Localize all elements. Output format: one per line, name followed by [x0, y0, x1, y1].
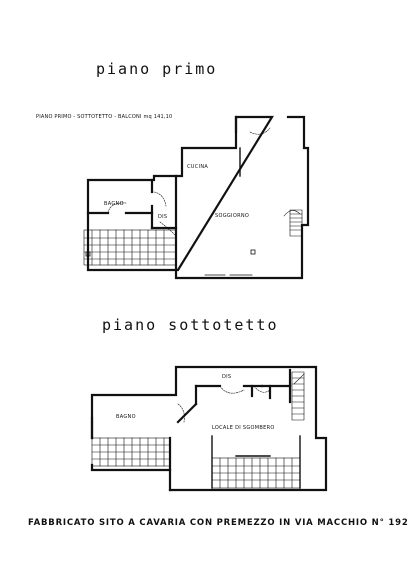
room-label-bath: BAGNO	[104, 201, 124, 207]
building-address-footer: FABBRICATO SITO A CAVARIA CON PREMEZZO I…	[28, 518, 409, 528]
area-spec-label: PIANO PRIMO - SOTTOTETTO - BALCONI mq 14…	[36, 114, 173, 120]
first-floor-doors	[107, 127, 271, 237]
attic-doors	[177, 385, 271, 423]
room-label-attic-bath: BAGNO	[116, 414, 136, 420]
attic-balcony-left	[91, 437, 171, 467]
first-floor-title: piano primo	[96, 60, 218, 78]
room-label-dis: DIS	[158, 214, 168, 220]
floor-plan-sheet: piano primo PIANO PRIMO - SOTTOTETTO - B…	[28, 60, 408, 528]
attic-balcony-right	[211, 455, 301, 489]
attic-walls	[90, 365, 328, 492]
first-floor-walls	[86, 115, 310, 280]
room-label-kitchen: CUCINA	[187, 164, 209, 170]
attic-title: piano sottotetto	[102, 316, 279, 334]
floor-plans-drawing	[83, 115, 328, 492]
room-label-storage: LOCALE DI SGOMBERO	[212, 425, 275, 431]
room-label-living: SOGGIORNO	[215, 213, 250, 219]
room-label-attic-dis: DIS	[222, 374, 232, 380]
first-floor-stair	[283, 209, 303, 237]
first-floor-balcony	[83, 229, 177, 266]
attic-stair	[291, 371, 305, 421]
first-floor-windows	[85, 249, 256, 276]
